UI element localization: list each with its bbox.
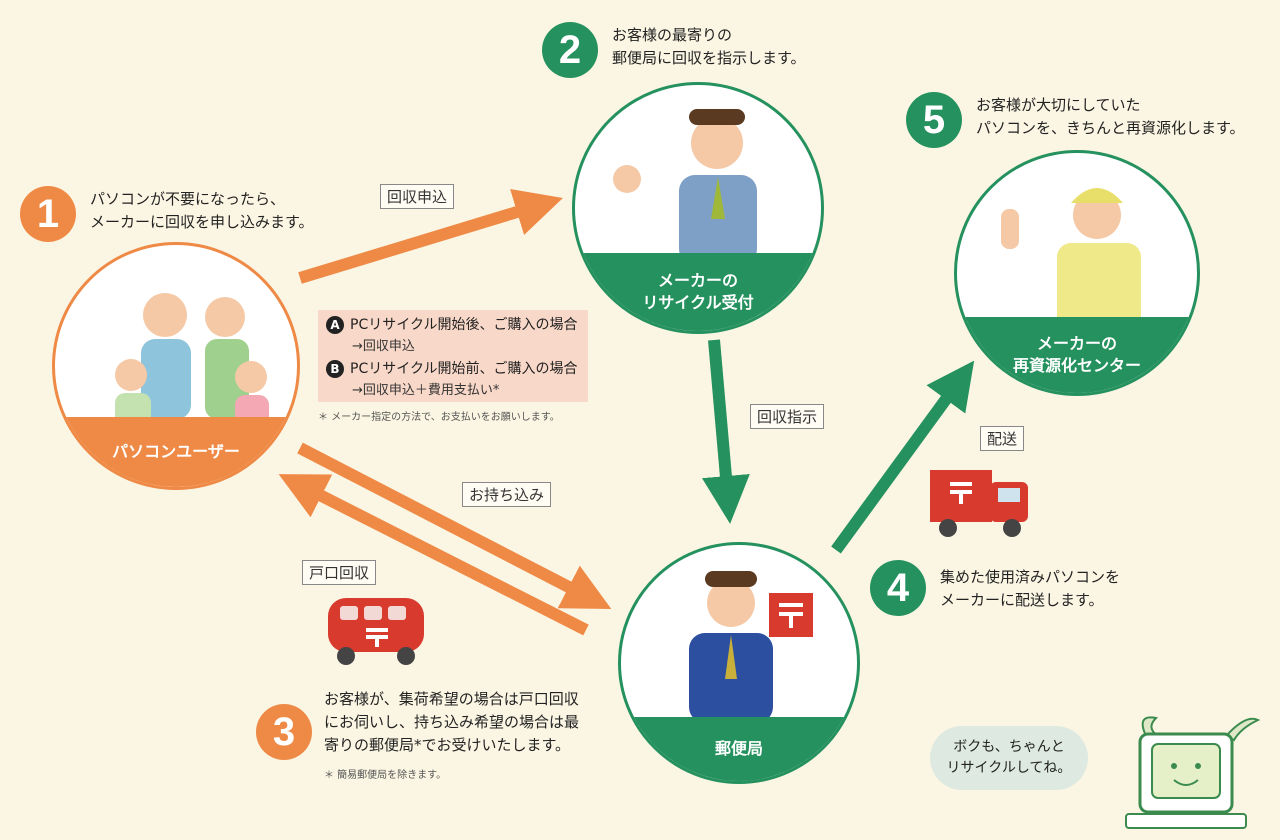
step5-text: お客様が大切にしていた パソコンを、きちんと再資源化します。 xyxy=(976,94,1245,140)
arrow-instruct xyxy=(701,339,750,524)
arrow-bring-in xyxy=(297,442,612,610)
step5-text-line2: パソコンを、きちんと再資源化します。 xyxy=(976,119,1245,137)
purchase-options-box: A PCリサイクル開始後、ご購入の場合 →回収申込 B PCリサイクル開始前、ご購入… xyxy=(318,310,588,402)
tag-bring-in: お持ち込み xyxy=(462,482,552,507)
node-recycling-center: メーカーの 再資源化センター xyxy=(954,150,1200,396)
step5-text-line1: お客様が大切にしていた xyxy=(976,96,1141,114)
node-post-office: 郵便局 xyxy=(618,542,860,784)
mascot-line2: リサイクルしてね。 xyxy=(946,760,1072,776)
family-illustration xyxy=(115,293,269,433)
node-recycling-center-label: メーカーの 再資源化センター xyxy=(957,317,1197,393)
node-recycling-center-label-line1: メーカーの xyxy=(1036,334,1117,353)
step5-number: 5 xyxy=(906,92,962,148)
mascot-line1: ボクも、ちゃんと xyxy=(953,739,1065,755)
mascot-speech-bubble: ボクも、ちゃんと リサイクルしてね。 xyxy=(930,726,1088,790)
post-van-icon xyxy=(328,598,424,665)
step3-note: ＊ 簡易郵便局を除きます。 xyxy=(324,770,447,781)
option-b: B PCリサイクル開始前、ご購入の場合 xyxy=(326,358,580,380)
option-b-title: PCリサイクル開始前、ご購入の場合 xyxy=(350,361,578,377)
reception-staff-illustration xyxy=(613,109,757,259)
tag-apply: 回収申込 xyxy=(380,184,455,209)
step4-text-line1: 集めた使用済みパソコンを xyxy=(940,568,1121,586)
node-user-label: パソコンユーザー xyxy=(55,417,297,487)
step4-text: 集めた使用済みパソコンを メーカーに配送します。 xyxy=(940,566,1120,612)
options-note: ＊ メーカー指定の方法で、お支払いをお願いします。 xyxy=(318,412,560,423)
option-b-result: →回収申込＋費用支払い* xyxy=(352,383,500,398)
step2-text-line2: 郵便局に回収を指示します。 xyxy=(612,49,806,67)
step1-text-line2: メーカーに回収を申し込みます。 xyxy=(90,213,314,231)
node-recycling-center-label-line2: 再資源化センター xyxy=(1012,356,1141,375)
step1-text-line1: パソコンが不要になったら、 xyxy=(90,190,286,208)
node-reception: メーカーの リサイクル受付 xyxy=(572,82,824,334)
tag-door-pickup: 戸口回収 xyxy=(302,560,377,585)
arrow-delivery xyxy=(831,360,975,554)
step1-number: 1 xyxy=(20,186,76,242)
option-a-title: PCリサイクル開始後、ご購入の場合 xyxy=(350,317,578,333)
node-user: パソコンユーザー xyxy=(52,242,300,490)
node-reception-label-line1: メーカーの xyxy=(657,271,738,290)
step3-text-line1: お客様が、集荷希望の場合は戸口回収 xyxy=(324,690,579,708)
step4-number: 4 xyxy=(870,560,926,616)
step2-text-line1: お客様の最寄りの xyxy=(612,26,733,44)
option-a-badge: A xyxy=(326,316,344,334)
tag-instruct: 回収指示 xyxy=(750,404,825,429)
recycling-worker-illustration xyxy=(1001,188,1141,323)
delivery-truck-icon xyxy=(930,470,1028,537)
node-reception-label-line2: リサイクル受付 xyxy=(642,293,754,312)
arrow-door-pickup xyxy=(278,474,589,636)
step1-text: パソコンが不要になったら、 メーカーに回収を申し込みます。 xyxy=(90,188,314,234)
step3-text: お客様が、集荷希望の場合は戸口回収 にお伺いし、持ち込み希望の場合は最 寄りの郵… xyxy=(324,688,579,757)
option-a: A PCリサイクル開始後、ご購入の場合 xyxy=(326,314,580,336)
option-b-badge: B xyxy=(326,360,344,378)
arrow-apply xyxy=(298,189,563,284)
step2-text: お客様の最寄りの 郵便局に回収を指示します。 xyxy=(612,24,806,70)
step4-text-line2: メーカーに配送します。 xyxy=(940,591,1104,609)
option-a-result: →回収申込 xyxy=(352,339,415,354)
tag-delivery: 配送 xyxy=(980,426,1025,451)
node-reception-label: メーカーの リサイクル受付 xyxy=(575,253,821,331)
step3-text-line2: にお伺いし、持ち込み希望の場合は最 xyxy=(324,713,580,731)
postal-worker-illustration xyxy=(689,571,813,719)
step2-number: 2 xyxy=(542,22,598,78)
computer-mascot-icon xyxy=(1125,716,1261,829)
node-post-office-label: 郵便局 xyxy=(621,717,857,781)
step3-text-line3: 寄りの郵便局*でお受けいたします。 xyxy=(324,736,571,754)
step3-number: 3 xyxy=(256,704,312,760)
